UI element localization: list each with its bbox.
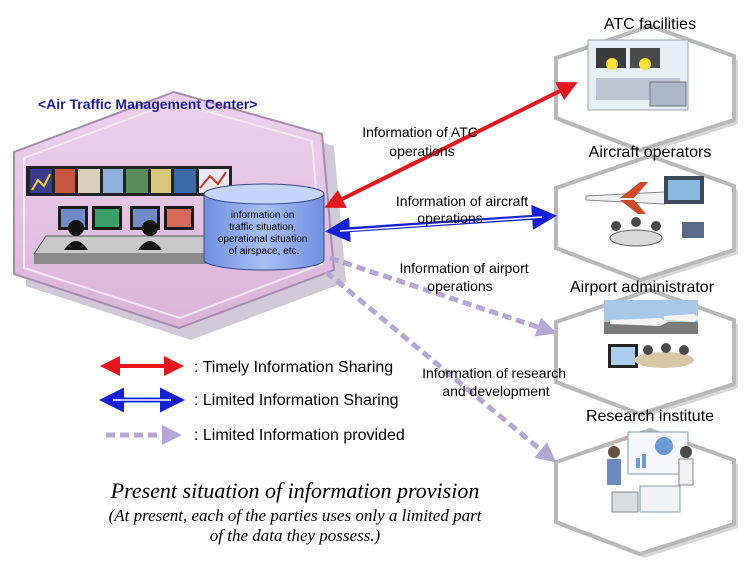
center-title: <Air Traffic Management Center> [38, 96, 257, 112]
management-center: information on traffic situation, operat… [13, 90, 346, 340]
party-frame-aircraft [554, 153, 738, 284]
flow-label-aircraft: Information of aircraft operations [396, 193, 532, 226]
database-line-2: traffic situation, [229, 222, 296, 233]
legend-limited-sharing-label: : Limited Information Sharing [194, 392, 399, 409]
monitor-wall [26, 166, 232, 196]
caption-line-3: of the data they possess.) [209, 526, 381, 545]
flow-label-research: Information of research and development [422, 365, 570, 399]
database-line-3: operational situation [218, 234, 308, 245]
party-label-aircraft: Aircraft operators [589, 144, 712, 161]
caption-title: Present situation of information provisi… [110, 478, 480, 503]
control-consoles [33, 206, 223, 264]
arrow-aircraft-limited [325, 204, 557, 243]
database-cylinder: information on traffic situation, operat… [203, 183, 325, 271]
arrow-research-provided [324, 270, 557, 463]
database-line-4: of airspace, etc. [229, 246, 300, 257]
party-frame-atc [554, 23, 738, 154]
arrow-atc-timely [324, 82, 578, 208]
svg-text:information on traffic: information on traffic situation, operat… [218, 210, 310, 257]
database-line-1: information on [231, 210, 294, 221]
flow-label-atc: Information of ATC operations [362, 124, 482, 159]
legend: : Timely Information Sharing : Limited I… [99, 356, 405, 445]
legend-limited-provided-label: : Limited Information provided [194, 427, 405, 444]
legend-timely-label: : Timely Information Sharing [194, 359, 393, 376]
caption-line-2: (At present, each of the parties uses on… [108, 506, 482, 525]
party-frame-airport [554, 287, 738, 418]
party-label-atc: ATC facilities [604, 16, 696, 33]
flow-label-airport: Information of airport operations [399, 260, 532, 294]
party-label-research: Research institute [586, 408, 714, 425]
arrow-airport-provided [329, 255, 557, 337]
party-frame-research [554, 427, 738, 558]
party-label-airport: Airport administrator [570, 279, 715, 296]
